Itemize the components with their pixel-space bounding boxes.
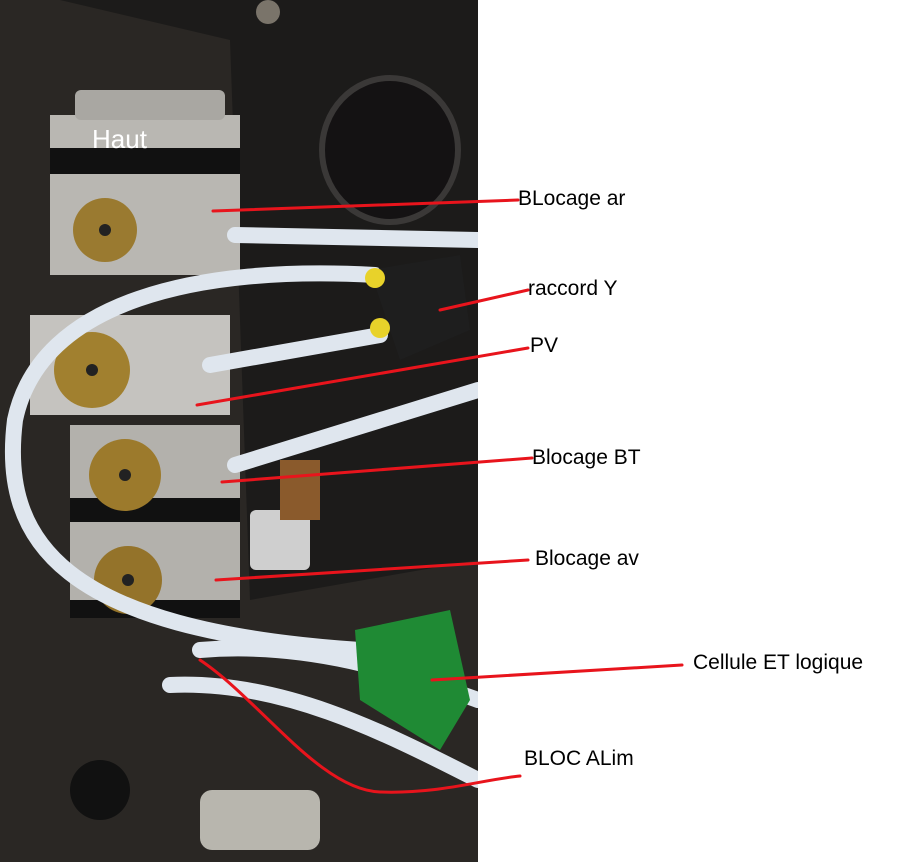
label-blocage-ar: BLocage ar — [518, 187, 626, 210]
marker-haut: Haut — [92, 124, 148, 154]
pneumatic-block-photo: Haut — [0, 0, 478, 862]
label-blocage-bt: Blocage BT — [532, 446, 641, 469]
label-bloc-alim: BLOC ALim — [524, 747, 634, 770]
label-raccord-y: raccord Y — [528, 277, 618, 300]
label-pv: PV — [530, 334, 559, 357]
label-cellule-et-logique: Cellule ET logique — [693, 651, 864, 674]
label-blocage-av: Blocage av — [535, 547, 639, 570]
